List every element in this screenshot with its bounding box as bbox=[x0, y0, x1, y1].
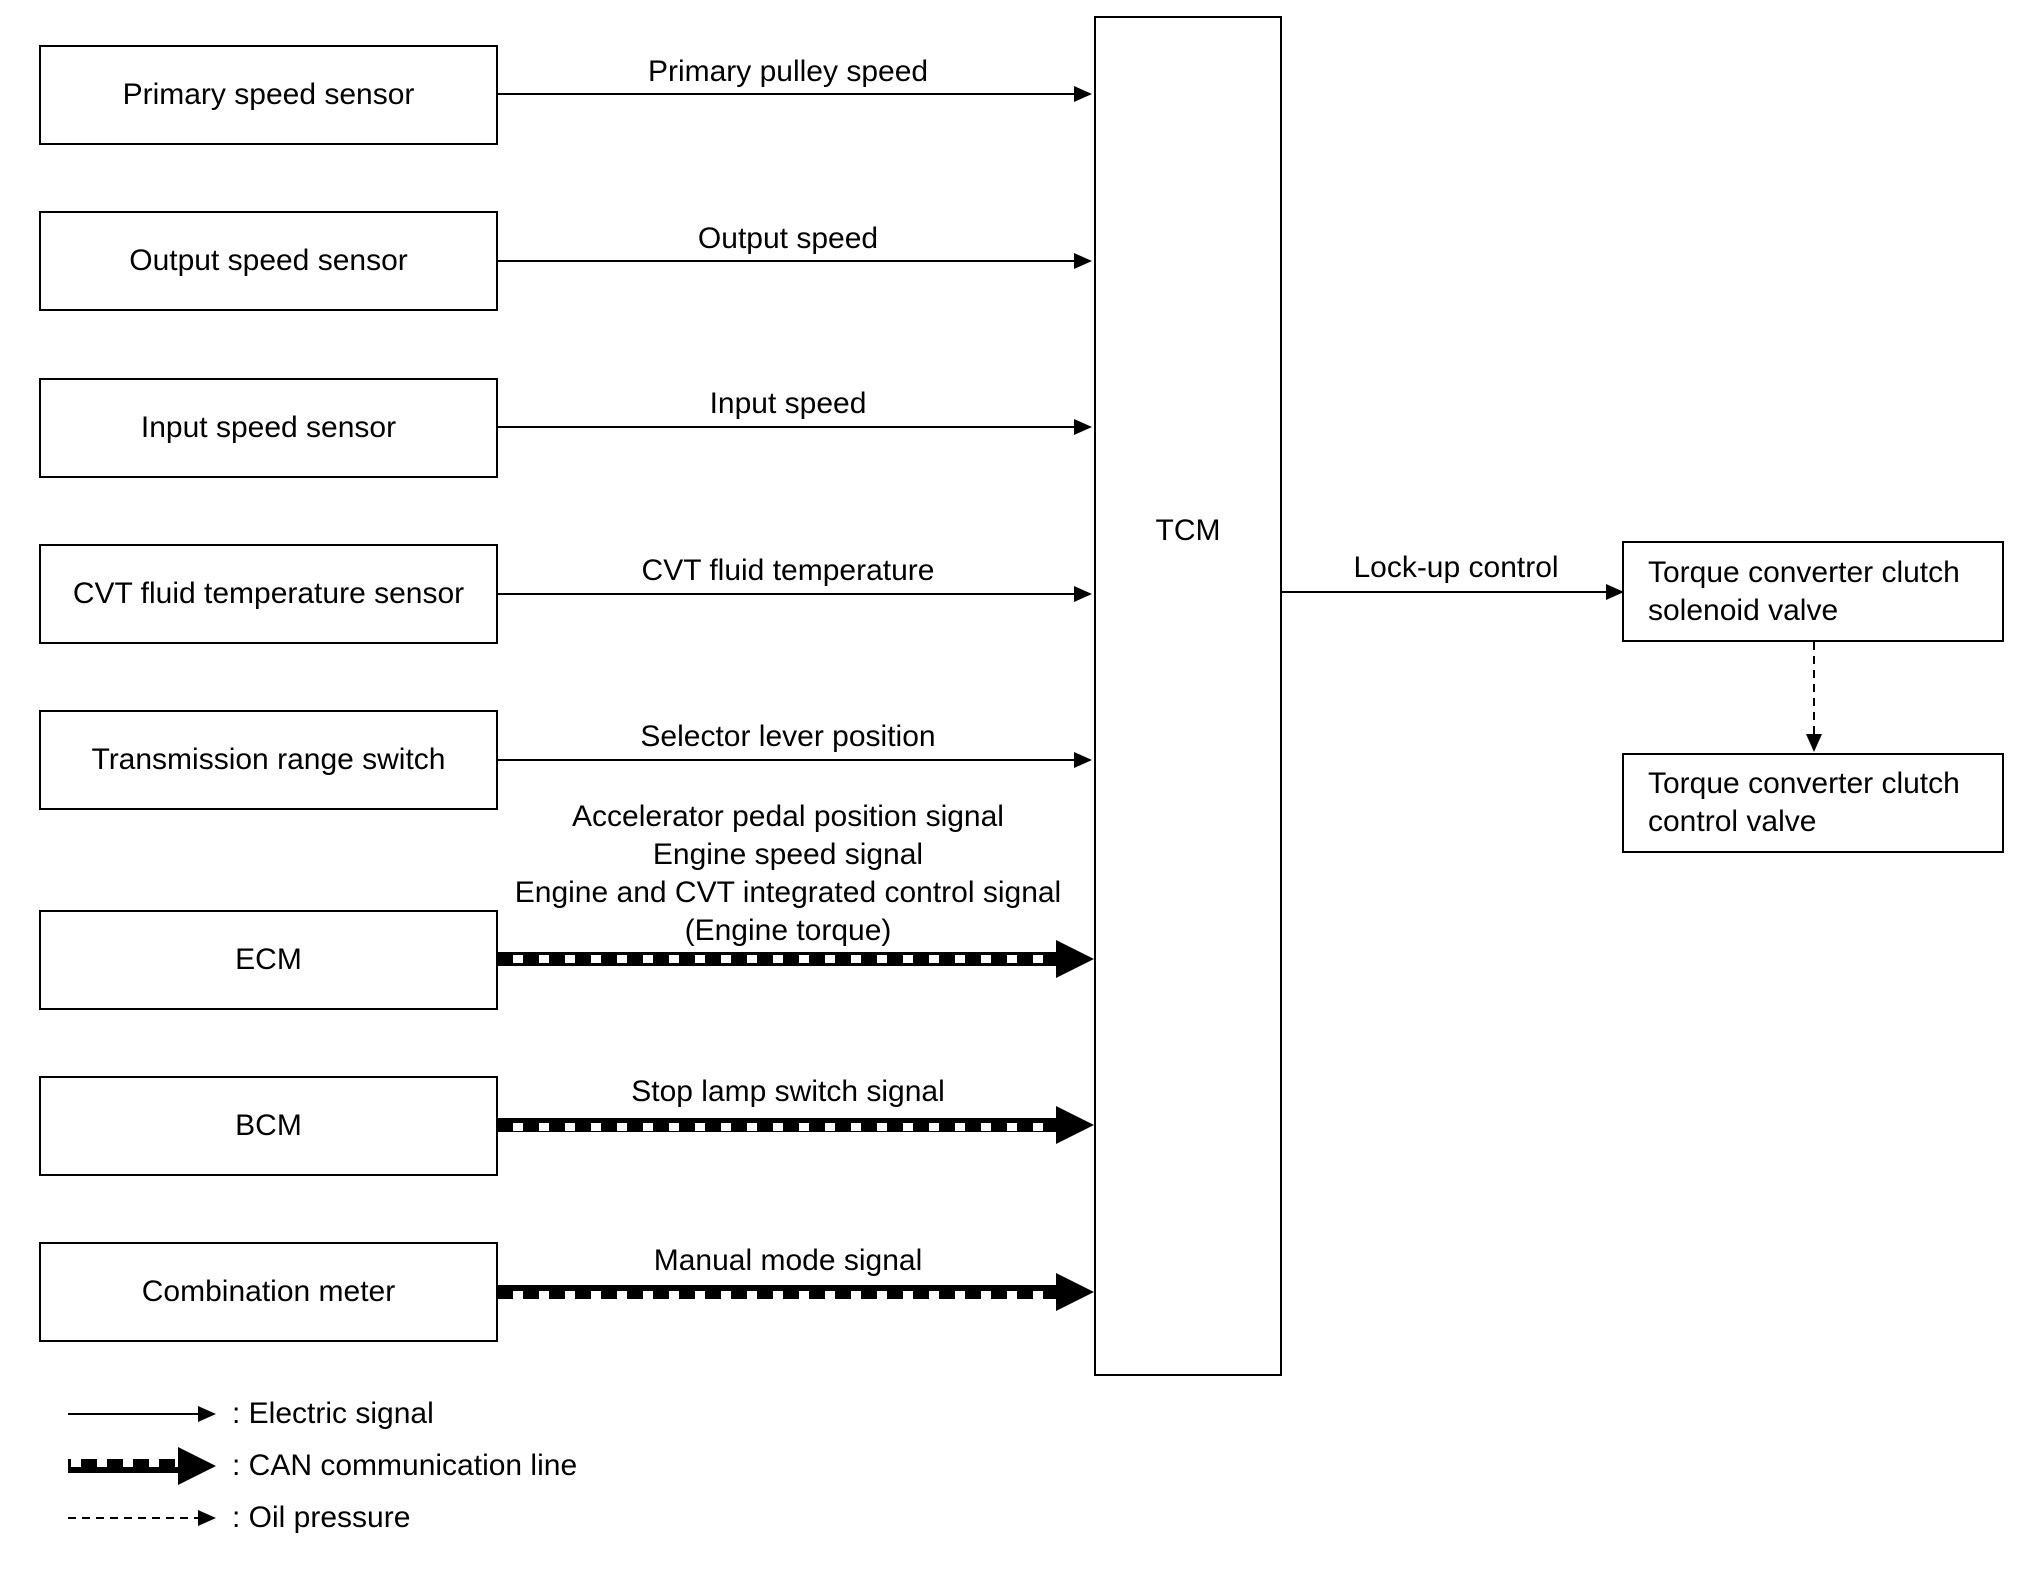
arrow-primary-pulley-speed bbox=[496, 86, 1092, 102]
signal-label-ecm-line-2: Engine speed signal bbox=[652, 838, 924, 871]
cvt-fluid-temperature-sensor-box: CVT fluid temperature sensor bbox=[39, 544, 498, 644]
can-arrow-ecm bbox=[496, 940, 1094, 978]
output-speed-sensor-box: Output speed sensor bbox=[39, 211, 498, 311]
legend-can-sample bbox=[68, 1447, 216, 1485]
torque-converter-clutch-solenoid-valve-box: Torque converter clutch solenoid valve bbox=[1622, 541, 2004, 642]
signal-label-selector-lever-position: Selector lever position bbox=[640, 720, 936, 753]
arrow-lock-up-control bbox=[1282, 584, 1624, 600]
signal-label-manual-mode: Manual mode signal bbox=[653, 1244, 923, 1277]
can-arrow-bcm bbox=[496, 1106, 1094, 1144]
legend-electric-sample bbox=[68, 1406, 216, 1422]
signal-label-ecm-line-3: Engine and CVT integrated control signal bbox=[514, 876, 1062, 909]
solenoid-label-line-1: Torque converter clutch bbox=[1648, 555, 1960, 589]
torque-converter-clutch-control-valve-box: Torque converter clutch control valve bbox=[1622, 753, 2004, 853]
arrow-cvt-fluid-temperature bbox=[496, 586, 1092, 602]
transmission-range-switch-box: Transmission range switch bbox=[39, 710, 498, 810]
arrow-input-speed bbox=[496, 419, 1092, 435]
signal-label-cvt-fluid-temperature: CVT fluid temperature bbox=[641, 554, 935, 587]
input-speed-sensor-box: Input speed sensor bbox=[39, 378, 498, 478]
legend-oil-pressure: : Oil pressure bbox=[232, 1501, 411, 1534]
signal-label-lock-up-control: Lock-up control bbox=[1353, 551, 1559, 584]
arrow-selector-lever-position bbox=[496, 752, 1092, 768]
combination-meter-box: Combination meter bbox=[39, 1242, 498, 1342]
signal-label-ecm-line-4: (Engine torque) bbox=[684, 914, 892, 947]
bcm-box: BCM bbox=[39, 1076, 498, 1176]
signal-label-output-speed: Output speed bbox=[697, 222, 879, 255]
signal-label-stop-lamp-switch: Stop lamp switch signal bbox=[631, 1075, 945, 1108]
legend-oil-sample bbox=[68, 1510, 216, 1526]
tcm-label: TCM bbox=[1155, 514, 1221, 547]
can-arrow-combination-meter bbox=[496, 1273, 1094, 1311]
signal-label-primary-pulley-speed: Primary pulley speed bbox=[647, 55, 929, 88]
oil-pressure-arrow bbox=[1806, 642, 1822, 752]
control-valve-label-line-1: Torque converter clutch bbox=[1648, 767, 1960, 800]
legend-electric-signal: : Electric signal bbox=[232, 1397, 434, 1430]
primary-speed-sensor-box: Primary speed sensor bbox=[39, 45, 498, 145]
signal-label-input-speed: Input speed bbox=[709, 387, 867, 420]
arrow-output-speed bbox=[496, 253, 1092, 269]
tcm-box: TCM bbox=[1094, 16, 1282, 1376]
ecm-box: ECM bbox=[39, 910, 498, 1010]
legend-can-communication-line: : CAN communication line bbox=[232, 1449, 578, 1482]
control-valve-label-line-2: control valve bbox=[1648, 805, 1817, 838]
signal-label-ecm-line-1: Accelerator pedal position signal bbox=[572, 800, 1004, 833]
solenoid-label-line-2: solenoid valve bbox=[1648, 593, 1839, 627]
